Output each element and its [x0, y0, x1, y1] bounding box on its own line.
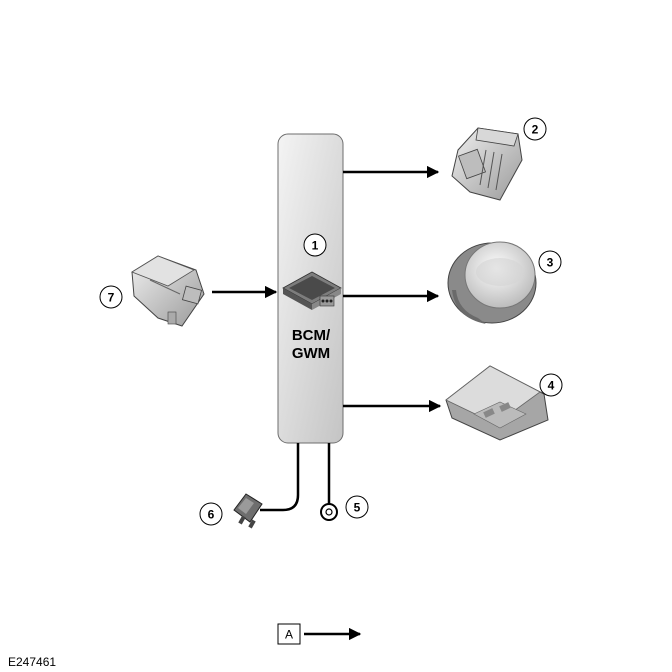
callout-2-number: 2 [532, 123, 539, 137]
sensor-icon [131, 255, 205, 327]
callout-2 [523, 117, 547, 141]
callout-1-number: 1 [312, 239, 319, 253]
callout-5 [345, 495, 369, 519]
ground-ring-icon [320, 503, 338, 521]
module-label-line2: GWM [292, 345, 330, 362]
bcm-gwm-module: 1 BCM/ GWM [277, 133, 344, 444]
callout-1 [303, 233, 327, 257]
wire-to-fuse [260, 443, 300, 512]
legend: A [277, 623, 362, 645]
legend-key-box [277, 623, 301, 645]
roof-console-icon [445, 365, 549, 441]
legend-key-label: A [285, 628, 293, 642]
callout-6 [199, 502, 223, 526]
callout-7 [99, 285, 123, 309]
callout-7-number: 7 [108, 291, 115, 305]
callout-5-number: 5 [354, 501, 361, 515]
callout-3 [538, 250, 562, 274]
module-label-line1: BCM/ [292, 327, 331, 344]
switch-connector-icon [451, 127, 523, 201]
callout-3-number: 3 [547, 256, 554, 270]
callout-4 [539, 373, 563, 397]
push-button-icon [447, 241, 537, 324]
circuit-board-icon [282, 271, 342, 310]
fuse-icon [233, 493, 263, 529]
callout-6-number: 6 [208, 508, 215, 522]
callout-4-number: 4 [548, 379, 555, 393]
reference-code: E247461 [8, 655, 56, 669]
